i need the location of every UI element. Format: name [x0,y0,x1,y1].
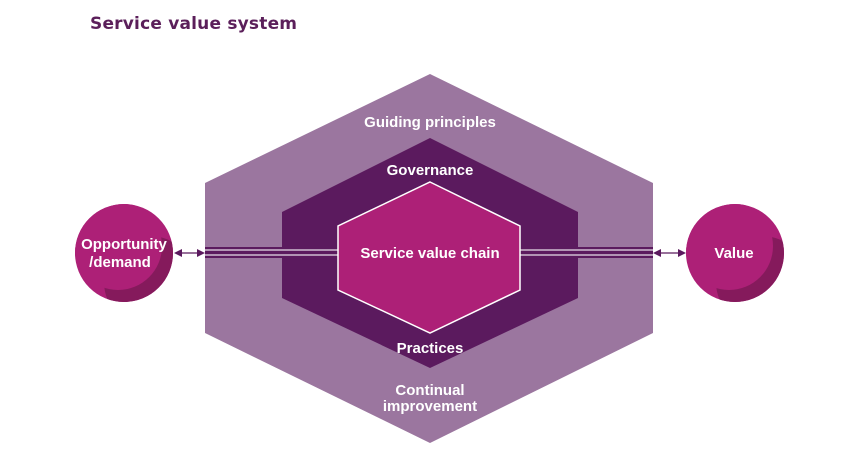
opportunity-label-line1: Opportunity [81,236,167,253]
opportunity-label-line2: /demand [89,254,151,271]
inner-hexagon [337,181,521,334]
value-circle [686,204,784,302]
continual-improvement-label-line1: Continual [395,382,464,399]
guiding-principles-label: Guiding principles [364,114,496,131]
diagram-title: Service value system [90,14,298,34]
governance-label: Governance [387,162,474,179]
value-label: Value [714,245,753,262]
service-value-chain-label: Service value chain [360,245,499,262]
opportunity-demand-circle [75,204,173,302]
continual-improvement-label-line2: improvement [383,398,477,415]
practices-label: Practices [397,340,464,357]
